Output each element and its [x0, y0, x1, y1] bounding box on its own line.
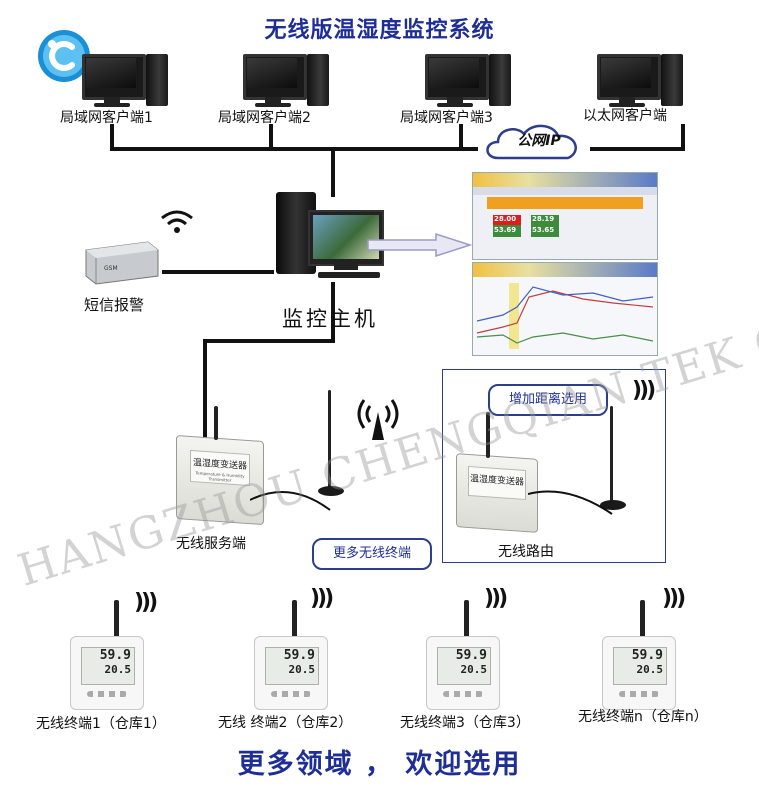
host-to-server-line-down	[203, 339, 207, 439]
router-bubble-label: 增加距离选用	[508, 392, 587, 407]
wifi-signal-icon	[158, 206, 196, 236]
lcd-display: 59.9 20.5	[613, 647, 667, 685]
monitor-icon	[425, 54, 489, 100]
client-label-3: 局域网客户端3	[400, 110, 493, 126]
router-cable	[528, 490, 613, 515]
lcd-humidity: 59.9	[631, 648, 663, 663]
client-pc-3	[425, 54, 515, 110]
client-pc-2	[243, 54, 333, 110]
bottom-slogan: 更多领域 ， 欢迎选用	[237, 749, 522, 780]
cloud-label: 公网IP	[517, 133, 561, 149]
bus-drop-4	[681, 124, 685, 151]
sms-modem: GSM	[82, 236, 162, 286]
lcd-humidity: 59.9	[99, 648, 131, 663]
screenshot-temp-2: 28.19	[532, 215, 555, 223]
client-pc-4	[597, 54, 687, 110]
arrow-to-screenshot-icon	[366, 232, 474, 258]
pc-tower-icon	[661, 54, 683, 106]
signal-waves-icon: )))	[662, 586, 686, 611]
software-screenshot-chart	[472, 262, 658, 356]
pc-tower-icon	[146, 54, 168, 106]
sms-alarm-label: 短信报警	[84, 296, 145, 314]
network-bus-right	[590, 147, 685, 151]
antenna-icon	[464, 600, 469, 638]
signal-waves-icon: )))	[310, 586, 334, 611]
host-computer	[274, 192, 384, 282]
bus-to-host	[331, 147, 335, 197]
terminal-label-3: 无线终端3（仓库3）	[400, 715, 530, 731]
server-antenna	[316, 390, 346, 510]
sensor-device: 59.9 20.5	[254, 636, 328, 710]
router-frame	[442, 369, 666, 563]
signal-waves-icon: )))	[134, 590, 158, 615]
host-to-server-line-h	[203, 339, 335, 343]
screenshot-temp-1: 28.00	[494, 215, 517, 223]
pc-tower-icon	[489, 54, 511, 106]
sensor-device: 59.9 20.5	[70, 636, 144, 710]
antenna-icon	[114, 600, 119, 638]
antenna-icon	[214, 406, 218, 440]
sensor-device: 59.9 20.5	[426, 636, 500, 710]
signal-waves-icon: )))	[632, 378, 656, 403]
bus-drop-1	[110, 124, 114, 151]
antenna-icon	[486, 412, 490, 458]
bus-drop-2	[269, 124, 273, 151]
monitor-icon	[597, 54, 661, 100]
bus-drop-3	[459, 124, 463, 151]
router-device: 温湿度变送器	[456, 412, 538, 533]
keyboard-icon	[318, 272, 380, 278]
router-antenna	[598, 406, 628, 524]
screenshot-hum-2: 53.65	[532, 226, 555, 234]
monitor-icon	[82, 54, 146, 100]
terminal-1: 59.9 20.5	[64, 600, 154, 710]
lcd-temperature: 20.5	[636, 663, 664, 676]
server-label: 无线服务端	[176, 536, 246, 552]
screenshot-hum-1: 53.69	[494, 226, 517, 234]
modem-to-host-line	[162, 270, 274, 274]
lcd-display: 59.9 20.5	[265, 647, 319, 685]
company-logo	[36, 28, 92, 84]
public-ip-cloud: 公网IP	[480, 118, 590, 168]
client-label-2: 局域网客户端2	[218, 110, 311, 126]
terminal-4: 59.9 20.5	[596, 600, 686, 710]
monitor-icon	[243, 54, 307, 100]
device-label: 温湿度变送器	[192, 458, 247, 472]
host-to-server-line-v	[331, 282, 335, 342]
lcd-temperature: 20.5	[460, 663, 488, 676]
antenna-icon	[640, 600, 645, 638]
terminal-3: 59.9 20.5	[420, 600, 510, 710]
network-bus	[110, 147, 478, 151]
lcd-display: 59.9 20.5	[437, 647, 491, 685]
server-cable	[250, 491, 331, 511]
terminal-label-1: 无线终端1（仓库1）	[36, 716, 166, 732]
software-screenshot-top: 28.00 53.69 28.19 53.65	[472, 172, 658, 260]
sensor-device: 59.9 20.5	[602, 636, 676, 710]
lcd-display: 59.9 20.5	[81, 647, 135, 685]
svg-text:GSM: GSM	[104, 265, 118, 272]
lcd-humidity: 59.9	[283, 648, 315, 663]
diagram-title: 无线版温湿度监控系统	[264, 18, 495, 43]
client-label-1: 局域网客户端1	[60, 110, 153, 126]
antenna-icon	[292, 600, 297, 638]
broadcast-tower-icon	[350, 392, 406, 442]
signal-waves-icon: )))	[484, 586, 508, 611]
more-terminals-bubble: 更多无线终端	[312, 538, 432, 570]
wireless-server-device: 温湿度变送器 Temperature & Humidity Transmitte…	[176, 406, 264, 526]
terminal-2: 59.9 20.5	[248, 600, 338, 710]
terminal-label-2: 无线 终端2（仓库2）	[218, 715, 353, 731]
lcd-temperature: 20.5	[288, 663, 316, 676]
more-terminals-label: 更多无线终端	[332, 546, 411, 561]
router-label: 无线路由	[498, 544, 554, 560]
router-device-label: 温湿度变送器	[469, 474, 524, 488]
terminal-label-4: 无线终端n（仓库n）	[578, 709, 708, 725]
client-label-4: 以太网客户端	[583, 108, 667, 124]
lcd-humidity: 59.9	[455, 648, 487, 663]
pc-tower-icon	[307, 54, 329, 106]
host-label: 监控主机	[282, 307, 378, 331]
client-pc-1	[82, 54, 172, 110]
router-bubble: 增加距离选用	[488, 384, 608, 416]
lcd-temperature: 20.5	[104, 663, 132, 676]
